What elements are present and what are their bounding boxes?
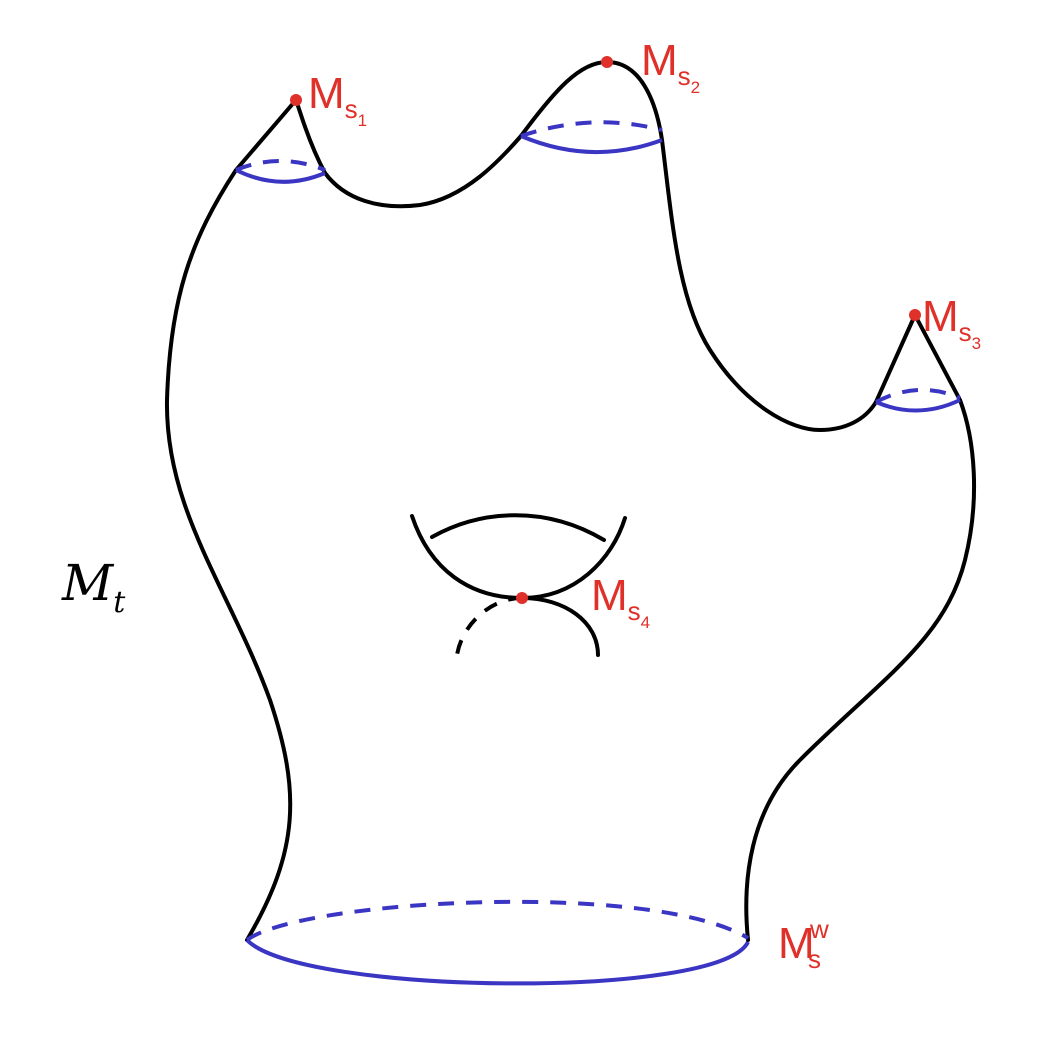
label-boundary-sup: w (809, 914, 829, 944)
manifold-outline-top (519, 60, 878, 432)
ring-s1-back (235, 159, 326, 172)
ring-s2-front (520, 134, 663, 155)
manifold-outline-left (164, 98, 523, 942)
space-label: Mt (61, 554, 126, 620)
point-s4-dot (516, 592, 528, 604)
label-s2: Ms2 (641, 36, 700, 97)
point-s1-dot (290, 94, 302, 106)
ring-boundary-front (245, 938, 750, 986)
ring-s1-front (235, 168, 326, 184)
ring-s2-back (520, 120, 663, 138)
label-s3: Ms3 (922, 292, 981, 353)
hole-upper-curve (430, 513, 606, 542)
saddle-curve (520, 596, 600, 657)
saddle-curve-hidden (455, 596, 523, 656)
label-s1: Ms1 (308, 69, 367, 130)
label-boundary-sub: s (808, 944, 821, 974)
label-boundary: M (778, 919, 815, 968)
ring-boundary-back (245, 899, 750, 942)
ring-s3-front (875, 398, 961, 413)
label-s4: Ms4 (591, 571, 650, 632)
ring-s3-back (875, 388, 961, 404)
point-s3-dot (909, 309, 921, 321)
point-s2-dot (601, 56, 613, 68)
manifold-outline-right (744, 313, 977, 942)
